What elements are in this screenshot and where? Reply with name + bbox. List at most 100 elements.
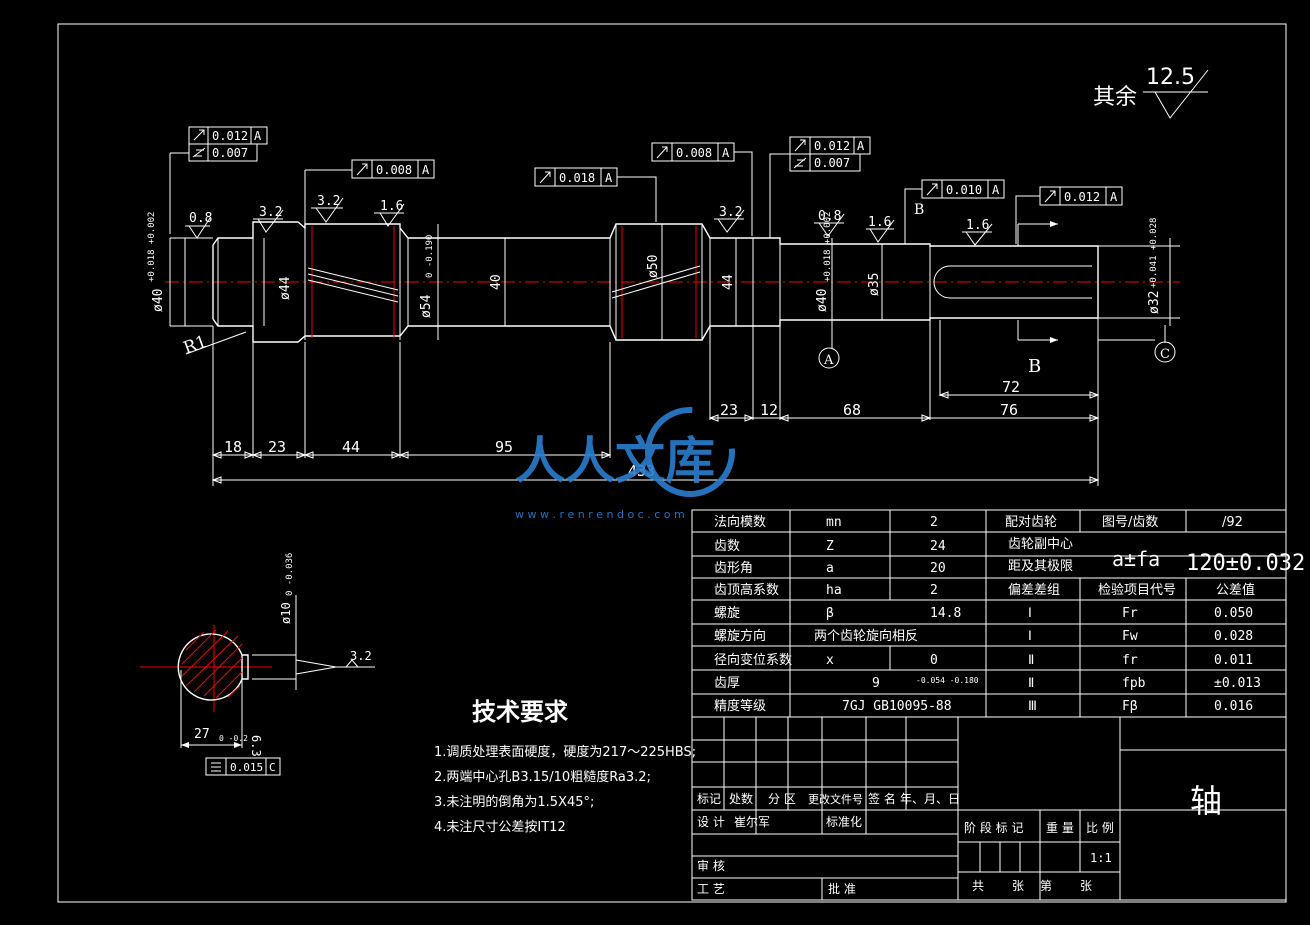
dev-row-2-col-1: fr	[1122, 653, 1138, 668]
length-68: 68	[843, 401, 861, 419]
tol-frame-0-datum: A	[254, 129, 262, 143]
tb-sheet: 张	[1080, 879, 1092, 893]
section-width-tol: 0 -0.2	[219, 734, 248, 743]
rough-1.6-a: 1.6	[380, 199, 403, 214]
gear-row-7-col-0: 齿厚	[714, 676, 740, 691]
dia-40-right: ø40	[815, 289, 830, 312]
section-dia: ø10	[279, 602, 293, 624]
part-name: 轴	[1190, 782, 1222, 820]
tech-req-4: 4.未注尺寸公差按IT12	[434, 820, 566, 835]
section-width: 27	[194, 727, 210, 742]
gear-row-7-col-2: 9	[872, 676, 880, 691]
tb-header-date: 年、月、日	[900, 792, 960, 806]
length-dimensions	[211, 318, 1100, 486]
section-sym-value: 0.015	[230, 761, 263, 774]
dia-35: ø35	[867, 273, 882, 296]
tolerance-frames	[169, 126, 1123, 244]
dev-row-3-col-1: fpb	[1122, 676, 1146, 691]
tol-frame-3-value: 0.018	[559, 171, 595, 185]
tb-header-docno: 更改文件号	[808, 792, 863, 806]
gear-row-2-col-2: 20	[930, 561, 946, 576]
length-23-right: 23	[720, 401, 738, 419]
dev-row-0-col-1: Fr	[1122, 606, 1138, 621]
tb-process: 工 艺	[697, 882, 725, 896]
dia-54-tol: 0 -0.190	[425, 235, 435, 278]
gear-row-4-col-1: β	[826, 606, 834, 621]
center-distance-symbol: a±fa	[1112, 547, 1160, 571]
dev-header-value: 公差值	[1216, 582, 1255, 598]
drawing-no-value: /92	[1222, 515, 1243, 530]
section-b-label: B	[1028, 356, 1041, 377]
dia-40-right-tol: +0.018 +0.002	[823, 212, 833, 282]
rough-0.8-right: 0.8	[818, 209, 841, 224]
dia-44-left: ø44	[278, 276, 293, 300]
gear-row-5-col-0: 螺旋方向	[714, 628, 766, 644]
dev-row-2-col-0: Ⅱ	[1028, 653, 1034, 668]
section-sym-datum: C	[269, 761, 276, 774]
tb-designer: 崔尔军	[734, 814, 770, 829]
rough-3.2-b: 3.2	[317, 194, 340, 209]
shaft-outline	[212, 221, 1099, 343]
dia-32: ø32	[1147, 291, 1162, 314]
tb-review: 审 核	[697, 858, 725, 873]
gear-parameter-table	[691, 509, 1287, 718]
tol-frame-2-value: 0.008	[376, 163, 412, 177]
tol-frame-3-datum: A	[605, 171, 613, 185]
rough-3.2-a: 3.2	[259, 205, 282, 220]
dia-32-tol: +0.041 +0.028	[1149, 218, 1159, 288]
tb-sheets: 张	[1012, 879, 1024, 893]
tb-approve: 批 准	[828, 881, 856, 896]
length-95: 95	[495, 438, 513, 456]
diameter-dimensions	[169, 224, 1180, 340]
tol-frame-5-datum: A	[857, 139, 865, 153]
tb-stage: 阶 段 标 记	[964, 820, 1023, 835]
tol-frame-1-value: 0.007	[212, 146, 248, 160]
tb-standard: 标准化	[826, 815, 862, 829]
rough-1.6-b: 1.6	[868, 215, 891, 230]
length-76: 76	[1000, 401, 1018, 419]
tb-scale: 1:1	[1090, 851, 1112, 865]
tol-frame-5-value: 0.012	[814, 139, 850, 153]
mating-gear-label: 配对齿轮	[1005, 515, 1057, 530]
tol-frame-4-datum: A	[722, 146, 730, 160]
tech-req-1: 1.调质处理表面硬度，硬度为217～225HBS;	[434, 744, 696, 760]
dia-40-left: ø40	[151, 289, 166, 312]
datum-a-label: A	[823, 353, 834, 368]
drawing-border	[57, 23, 1287, 903]
rest-roughness-label: 其余	[1093, 85, 1137, 110]
gear-row-0-col-0: 法向模数	[714, 514, 766, 530]
tb-header-sign: 签 名	[868, 791, 896, 806]
gear-row-4-col-2: 14.8	[930, 606, 961, 621]
tech-req-3: 3.未注明的倒角为1.5X45°;	[434, 794, 594, 810]
center-distance-label-2: 距及其极限	[1008, 559, 1073, 574]
drawing-no-label: 图号/齿数	[1102, 515, 1158, 530]
watermark-text: 人人文库	[515, 432, 715, 490]
dia-40-left-tol: +0.018 +0.002	[147, 212, 157, 282]
section-depth: 6.3	[249, 735, 263, 757]
tol-frame-0-value: 0.012	[212, 129, 248, 143]
datum-symbols	[818, 221, 1176, 369]
length-23-left: 23	[268, 438, 286, 456]
tech-req-2: 2.两端中心孔B3.15/10粗糙度Ra3.2;	[434, 769, 651, 785]
length-72: 72	[1002, 378, 1020, 396]
thickness-tolerance: -0.054 -0.180	[916, 676, 979, 685]
tb-design: 设 计	[697, 815, 725, 829]
center-distance-value: 120±0.032	[1186, 551, 1305, 576]
dev-header-group: 偏差差组	[1008, 583, 1060, 598]
dia-44-right: 44	[721, 274, 736, 290]
dev-row-3-col-2: ±0.013	[1214, 676, 1261, 691]
dev-row-2-col-2: 0.011	[1214, 653, 1253, 668]
gear-row-8-col-0: 精度等级	[714, 698, 766, 714]
dev-header-code: 检验项目代号	[1098, 582, 1176, 598]
tb-header-count: 处数	[729, 791, 753, 806]
dev-row-1-col-0: Ⅰ	[1028, 629, 1032, 644]
gear-row-5-col-2: 两个齿轮旋向相反	[814, 628, 918, 644]
r1-label: R1	[181, 332, 210, 359]
tol-frame-7-value: 0.010	[946, 183, 982, 197]
gear-row-1-col-1: Z	[826, 539, 834, 554]
rough-3.2-c: 3.2	[719, 205, 742, 220]
rest-roughness-value: 12.5	[1146, 65, 1195, 90]
dev-row-0-col-2: 0.050	[1214, 606, 1253, 621]
gear-row-2-col-0: 齿形角	[714, 561, 753, 576]
gear-row-1-col-2: 24	[930, 539, 946, 554]
